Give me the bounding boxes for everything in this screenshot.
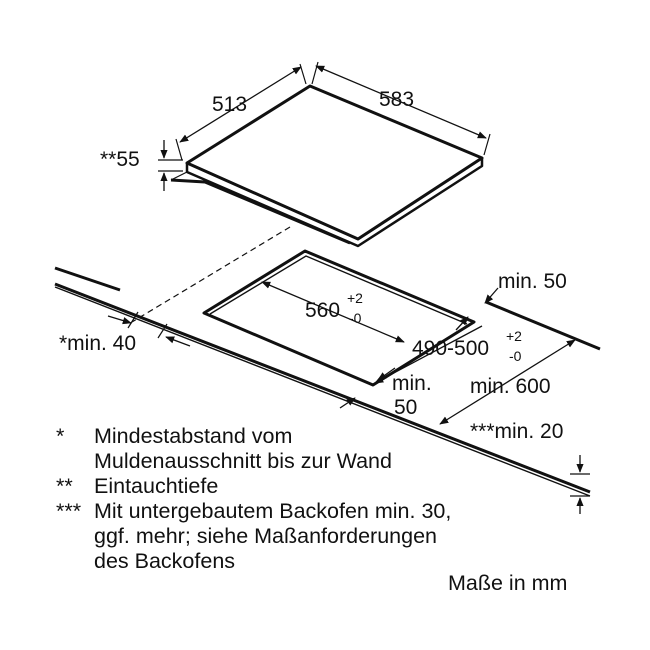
legend-text-3-line-1: Mit untergebautem Backofen min. 30, (94, 499, 452, 523)
dimension-583-label: 583 (379, 88, 414, 111)
legend-mark-3: *** (56, 499, 82, 523)
units-note: Maße in mm (448, 571, 568, 595)
dimension-513-label: 513 (212, 93, 247, 116)
worktop (54, 266, 601, 497)
dimension-min-40-label: *min. 40 (59, 332, 136, 355)
dimension-490-500-label: 490-500 (412, 337, 489, 360)
cutout-opening (202, 249, 476, 387)
dimension-490-500-tol-plus: +2 (506, 328, 522, 344)
dimension-min-20: ***min. 20 (470, 420, 590, 514)
dimension-min-600-label: min. 600 (470, 375, 551, 398)
dimension-490-500-tol-minus: -0 (509, 348, 522, 364)
dimension-min-50-front: min. 50 (339, 367, 432, 419)
dimension-min-50-front-label-2: 50 (394, 396, 417, 419)
dimension-560: 560 +2 -0 (261, 281, 405, 343)
legend-text-3-line-2: ggf. mehr; siehe Maßanforderungen (94, 524, 438, 548)
cutout (202, 249, 476, 387)
dimension-min-600: min. 600 (439, 339, 576, 425)
legend-text-2-line-1: Eintauchtiefe (94, 474, 219, 498)
dimension-583: 583 (311, 61, 491, 156)
legend: * Mindestabstand vom Muldenausschnitt bi… (56, 424, 616, 574)
legend-text-1-line-2: Muldenausschnitt bis zur Wand (94, 449, 392, 473)
legend-mark-2: ** (56, 474, 73, 498)
dimension-min-50-right-label: min. 50 (498, 270, 567, 293)
legend-text-3-line-3: des Backofens (94, 549, 236, 573)
worktop-back-edge-right (485, 300, 601, 351)
legend-row-3: *** Mit untergebautem Backofen min. 30, … (56, 499, 616, 574)
dimension-513: 513 (175, 63, 307, 161)
legend-row-2: ** Eintauchtiefe (56, 474, 616, 499)
hob-immersion-part (170, 178, 351, 245)
dimension-min-50-right: min. 50 (455, 270, 567, 331)
dimension-560-tol-minus: -0 (349, 310, 362, 326)
dimension-immersion-depth: **55 (100, 140, 183, 191)
dimension-immersion-depth-label: **55 (100, 148, 140, 171)
dimension-560-tol-plus: +2 (347, 290, 363, 306)
dimension-560-label: 560 (305, 299, 340, 322)
worktop-back-edge (54, 266, 121, 292)
hob-body-side (185, 156, 484, 248)
worktop-front-edge (54, 282, 591, 494)
legend-text-1-line-1: Mindestabstand vom (94, 424, 293, 448)
worktop-front-edge-lower (54, 286, 591, 497)
cutout-inner-edge (209, 255, 468, 325)
dimension-min-50-front-label-1: min. (392, 372, 432, 395)
hob-edge-projection (170, 171, 188, 181)
legend-mark-1: * (56, 424, 65, 448)
projection-dashed-line (131, 226, 291, 323)
dimension-min-20-label: ***min. 20 (470, 420, 563, 443)
legend-row-1: * Mindestabstand vom Muldenausschnitt bi… (56, 424, 616, 474)
dimension-min-40: *min. 40 (59, 311, 191, 355)
